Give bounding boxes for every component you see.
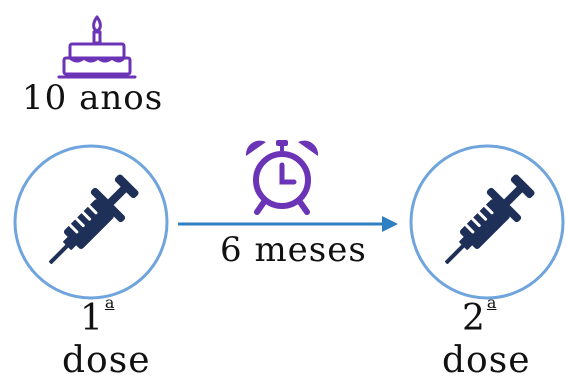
ordinal-indicator: a <box>486 293 497 312</box>
first-dose-word: dose <box>62 340 151 381</box>
second-dose-circle <box>409 144 565 300</box>
syringe-icon <box>444 174 535 265</box>
interval-label: 6 meses <box>220 230 367 270</box>
second-dose-word: dose <box>442 340 531 381</box>
alarm-clock-icon <box>245 140 319 215</box>
age-label: 10 anos <box>22 78 164 118</box>
birthday-cake-icon <box>57 15 137 79</box>
syringe-icon <box>48 174 139 265</box>
interval-arrow <box>178 216 398 232</box>
first-dose-circle <box>13 144 169 300</box>
ordinal-indicator: a <box>104 293 115 312</box>
